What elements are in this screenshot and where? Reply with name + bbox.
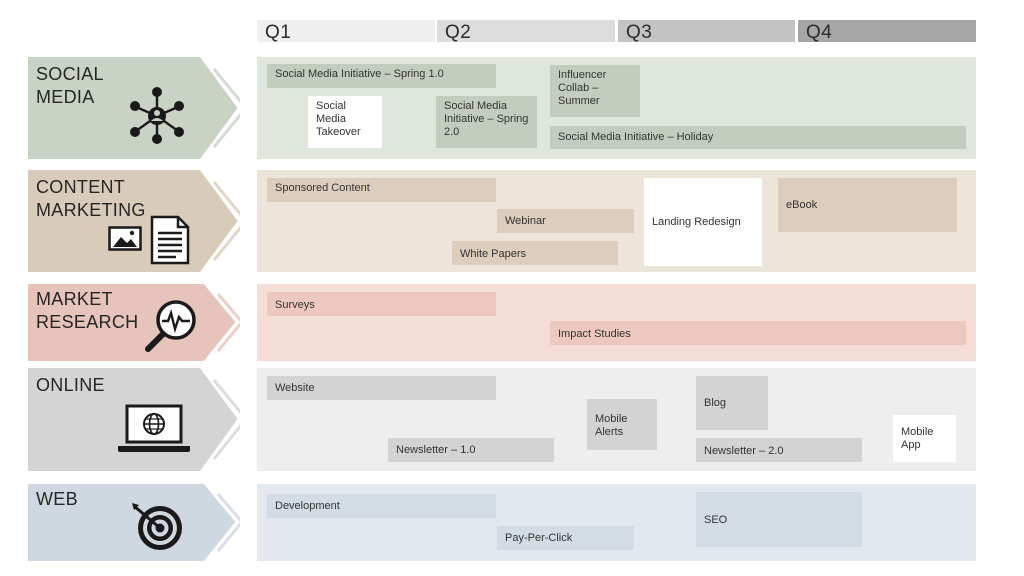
- task-bar[interactable]: Newsletter – 2.0: [696, 438, 862, 462]
- image-icon: [108, 226, 142, 251]
- category-online: ONLINE: [28, 368, 240, 471]
- category-content-marketing: CONTENT MARKETING: [28, 170, 240, 272]
- task-bar[interactable]: Mobile App: [893, 415, 956, 462]
- task-bar[interactable]: White Papers: [452, 241, 618, 265]
- network-icon: [130, 87, 184, 144]
- task-bar[interactable]: Impact Studies: [550, 321, 966, 345]
- task-bar[interactable]: Sponsored Content: [267, 178, 496, 202]
- document-icon: [150, 215, 190, 265]
- task-bar[interactable]: SEO: [696, 492, 862, 547]
- category-label: CONTENT MARKETING: [36, 177, 146, 220]
- quarter-header-q4: Q4: [798, 20, 976, 43]
- task-bar[interactable]: Mobile Alerts: [587, 399, 657, 450]
- task-bar[interactable]: Social Media Takeover: [308, 96, 382, 148]
- category-social-media: SOCIAL MEDIA: [28, 57, 240, 159]
- category-label: ONLINE: [36, 375, 105, 395]
- category-web: WEB: [28, 484, 240, 561]
- task-bar[interactable]: Social Media Initiative – Spring 1.0: [267, 64, 496, 88]
- magnifier-chart-icon: [145, 300, 196, 352]
- task-bar[interactable]: Surveys: [267, 292, 496, 316]
- category-market-research: MARKET RESEARCH: [28, 284, 240, 361]
- task-bar[interactable]: Social Media Initiative – Holiday: [550, 126, 966, 149]
- category-label: WEB: [36, 489, 78, 509]
- task-bar[interactable]: Social Media Initiative – Spring 2.0: [436, 96, 537, 148]
- task-bar[interactable]: Website: [267, 376, 496, 400]
- quarter-header-q3: Q3: [618, 20, 795, 43]
- category-label: MARKET RESEARCH: [36, 289, 139, 332]
- target-icon: [132, 503, 182, 550]
- task-bar[interactable]: Influencer Collab – Summer: [550, 65, 640, 117]
- category-label: SOCIAL MEDIA: [36, 64, 104, 107]
- task-bar[interactable]: eBook: [778, 178, 957, 232]
- task-bar[interactable]: Landing Redesign: [644, 178, 762, 266]
- task-bar[interactable]: Blog: [696, 376, 768, 430]
- category-chevron: [28, 484, 240, 561]
- task-bar[interactable]: Pay-Per-Click: [497, 526, 634, 550]
- laptop-globe-icon: [118, 404, 190, 452]
- quarter-header-q1: Q1: [257, 20, 435, 43]
- task-bar[interactable]: Newsletter – 1.0: [388, 438, 554, 462]
- quarter-header-q2: Q2: [437, 20, 615, 43]
- task-bar[interactable]: Development: [267, 494, 496, 518]
- task-bar[interactable]: Webinar: [497, 209, 634, 233]
